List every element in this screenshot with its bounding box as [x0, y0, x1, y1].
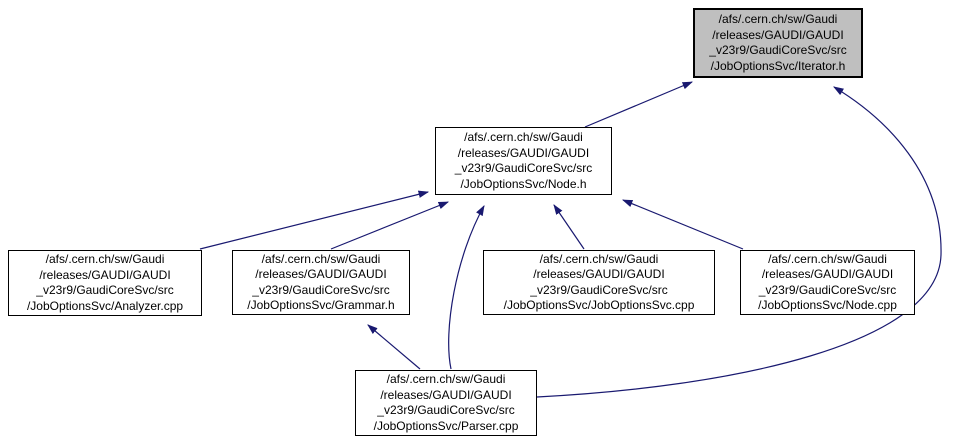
- graph-node-joboptionssvc-cpp[interactable]: /afs/.cern.ch/sw/Gaudi /releases/GAUDI/G…: [483, 250, 715, 315]
- graph-node-parser-cpp[interactable]: /afs/.cern.ch/sw/Gaudi /releases/GAUDI/G…: [355, 370, 537, 436]
- graph-node-analyzer-cpp[interactable]: /afs/.cern.ch/sw/Gaudi /releases/GAUDI/G…: [8, 250, 202, 316]
- edge-grammar-h-to-node-h: [330, 201, 450, 250]
- edge-analyzer-cpp-to-node-h: [199, 190, 430, 250]
- graph-node-node-h[interactable]: /afs/.cern.ch/sw/Gaudi /releases/GAUDI/G…: [435, 127, 612, 195]
- edge-parser-cpp-to-grammar-h: [367, 324, 421, 370]
- edge-parser-cpp-to-iterator-h: [536, 86, 942, 398]
- edge-joboptionssvc-cpp-to-node-h: [553, 204, 585, 250]
- edge-node-h-to-iterator-h: [584, 81, 694, 128]
- edge-parser-cpp-to-node-h: [448, 205, 485, 370]
- graph-node-grammar-h[interactable]: /afs/.cern.ch/sw/Gaudi /releases/GAUDI/G…: [232, 250, 410, 315]
- graph-node-node-cpp[interactable]: /afs/.cern.ch/sw/Gaudi /releases/GAUDI/G…: [740, 250, 915, 315]
- graph-node-iterator-h[interactable]: /afs/.cern.ch/sw/Gaudi /releases/GAUDI/G…: [693, 8, 863, 78]
- edge-node-cpp-to-node-h: [621, 199, 744, 250]
